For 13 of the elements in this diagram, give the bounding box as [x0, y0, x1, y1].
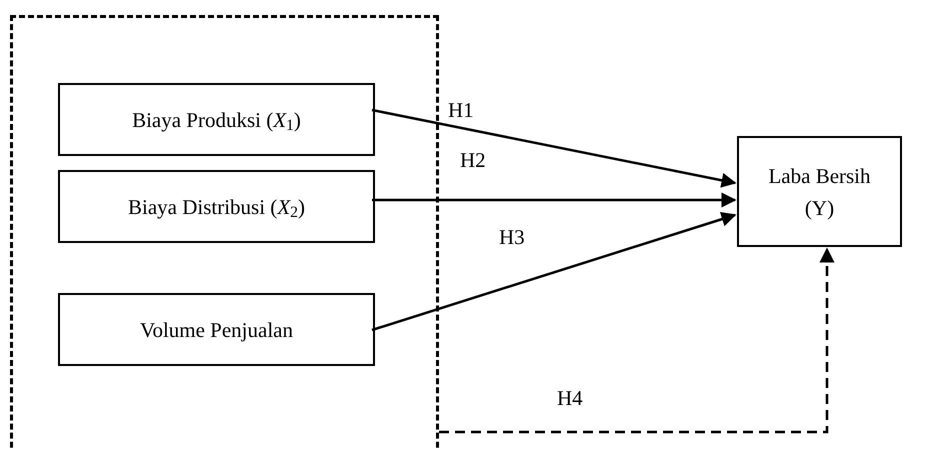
variable-box [58, 293, 375, 366]
node-label: Biaya Produksi (X$_{1}$) [132, 106, 301, 136]
arrow [372, 192, 736, 208]
dashed-group-box [10, 15, 439, 450]
arrow [439, 248, 834, 434]
node-label: Volume Penjualan [140, 316, 293, 344]
variable-box [58, 83, 375, 156]
node-label: Biaya Distribusi (X$_{2}$) [128, 194, 306, 222]
variable-box [58, 170, 375, 243]
variable-box [737, 136, 902, 247]
arrow [372, 212, 736, 332]
node-label: Laba Bersih (Y) [767, 162, 872, 222]
arrow [372, 108, 736, 188]
